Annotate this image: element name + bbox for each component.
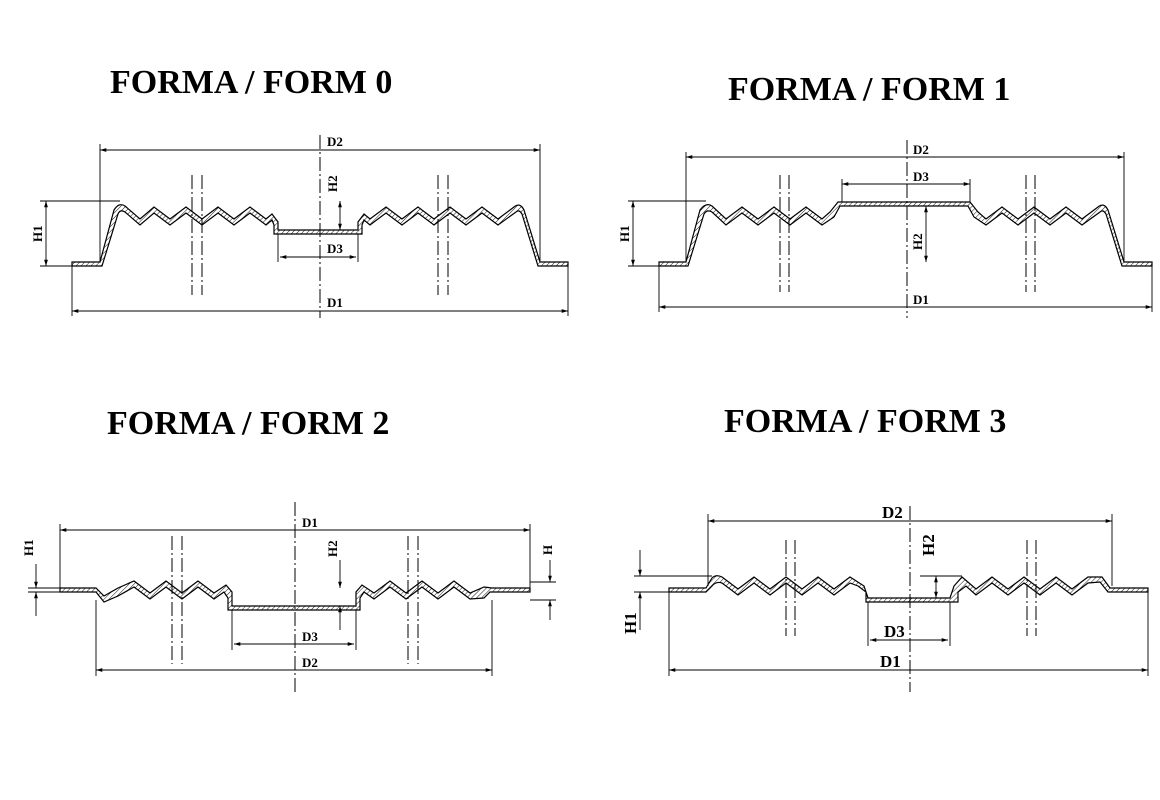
form-1-label-d2: D2 <box>913 142 929 157</box>
form-1-label-d3: D3 <box>913 169 929 184</box>
form-0-title: FORMA / FORM 0 <box>110 64 392 101</box>
form-2-label-h: H <box>540 545 555 555</box>
form-1-label-d1: D1 <box>913 292 929 307</box>
form-0-panel: FORMA / FORM 0 D2 D1 D3 <box>30 64 569 318</box>
form-3-dimensions: D2 D3 D1 H1 H2 <box>621 503 1149 676</box>
form-0-label-h1: H1 <box>30 225 45 242</box>
form-2-label-h2: H2 <box>325 540 340 557</box>
form-3-label-d3: D3 <box>884 622 905 641</box>
form-2-label-d1: D1 <box>302 515 318 530</box>
form-1-panel: FORMA / FORM 1 D2 D3 D1 <box>617 71 1153 318</box>
form-3-panel: FORMA / FORM 3 D2 D3 D1 <box>621 403 1149 692</box>
form-1-profile <box>658 201 1153 267</box>
form-1-dimensions: D2 D3 D1 H1 H2 <box>617 142 1153 312</box>
form-2-dimensions: D1 D3 D2 H1 H2 H <box>21 515 556 676</box>
form-3-label-h2: H2 <box>919 534 938 556</box>
form-0-label-d3: D3 <box>327 241 343 256</box>
form-3-profile <box>668 575 1149 603</box>
form-2-centerlines <box>171 502 419 694</box>
form-2-panel: FORMA / FORM 2 D1 D3 D2 <box>21 405 556 694</box>
form-1-centerlines <box>779 140 1036 318</box>
form-2-label-d2: D2 <box>302 655 318 670</box>
form-2-label-d3: D3 <box>302 629 318 644</box>
form-2-label-h1: H1 <box>21 539 36 556</box>
form-0-label-h2: H2 <box>325 175 340 192</box>
form-3-label-d2: D2 <box>882 503 903 522</box>
form-1-label-h1: H1 <box>617 225 632 242</box>
form-2-title: FORMA / FORM 2 <box>107 405 389 442</box>
form-0-label-d1: D1 <box>327 295 343 310</box>
form-0-centerlines <box>191 135 449 318</box>
form-1-title: FORMA / FORM 1 <box>728 71 1010 108</box>
form-0-label-d2: D2 <box>327 134 343 149</box>
form-3-label-h1: H1 <box>621 612 640 634</box>
form-0-dimensions: D2 D1 D3 H1 H2 <box>30 134 569 316</box>
form-3-title: FORMA / FORM 3 <box>724 403 1006 440</box>
form-3-centerlines <box>785 506 1037 692</box>
form-2-profile <box>59 580 531 611</box>
form-1-label-h2: H2 <box>910 233 925 250</box>
form-3-label-d1: D1 <box>880 652 901 671</box>
